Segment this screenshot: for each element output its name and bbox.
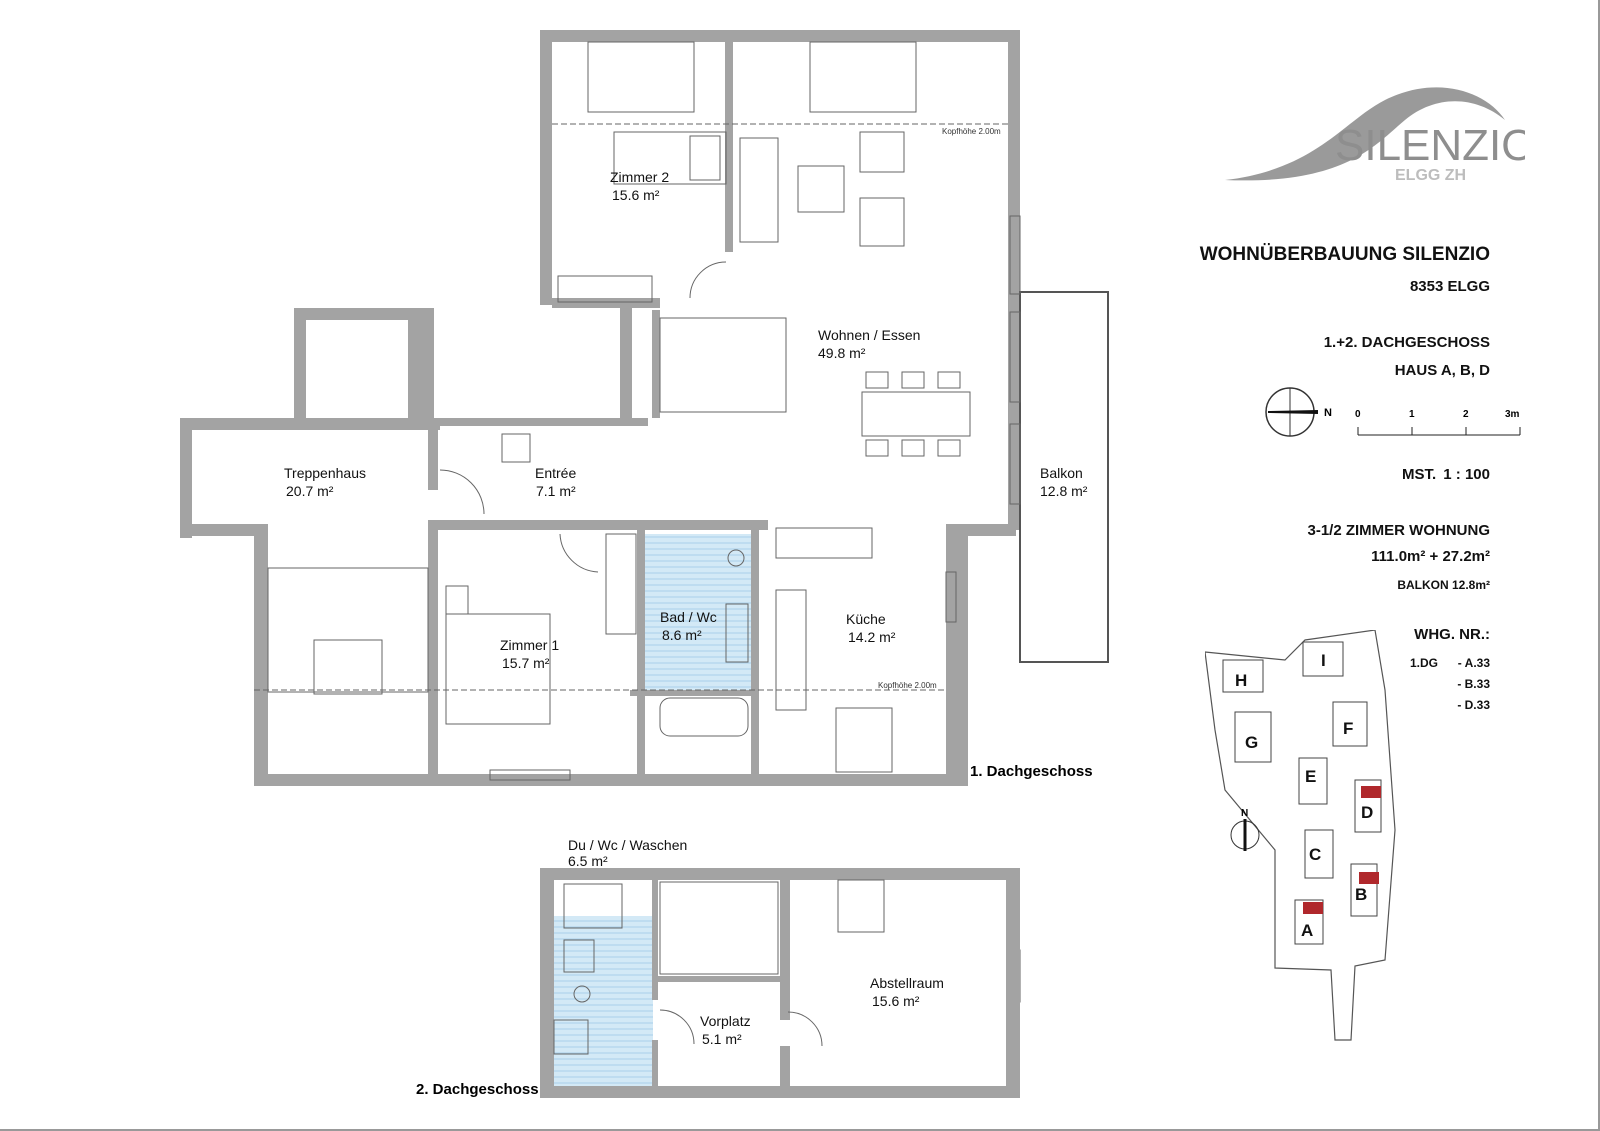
room-name-treppenhaus: Treppenhaus [284,465,366,481]
compass-needle-icon [1268,410,1318,414]
floor2-walls [540,868,1020,1098]
apartment-number-heading: WHG. NR.: [1414,626,1490,643]
site-house-d: D [1361,803,1373,822]
room-area-treppenhaus: 20.7 m² [286,483,334,499]
site-house-f: F [1343,719,1353,738]
site-boundary [1205,630,1396,1041]
shower-room-fill [553,916,653,1086]
scale-tick-2: 2 [1463,409,1469,420]
floor1-label: 1. Dachgeschoss [970,763,1093,780]
scale-tick-1: 1 [1409,409,1415,420]
silenzio-logo: SILENZIO ELGG ZH [1225,87,1525,184]
room-area-kueche: 14.2 m² [848,629,896,645]
floor1-walls [180,30,1020,786]
site-house-b: B [1355,885,1367,904]
compass-north-label: N [1324,407,1332,419]
unit-balcony: BALKON 12.8m² [1397,578,1490,592]
apartment-number-d: - D.33 [1457,698,1490,712]
floors-heading: 1.+2. DACHGESCHOSS [1323,334,1490,351]
project-title: WOHNÜBERBAUUNG SILENZIO [1199,244,1490,265]
site-house-a: A [1301,921,1313,940]
headroom-note-top: Kopfhöhe 2.00m [942,127,1001,136]
bathroom-fill [643,534,751,692]
site-north-label: N [1241,808,1248,819]
floor2-label: 2. Dachgeschoss [416,1081,539,1098]
scale-ratio: 1 : 100 [1443,466,1490,483]
room-name-zimmer-1: Zimmer 1 [500,637,559,653]
room-area-balkon: 12.8 m² [1040,483,1088,499]
room-name-balkon: Balkon [1040,465,1083,481]
floor1-details [254,41,1021,1003]
site-house-e: E [1305,767,1316,786]
room-area-vorplatz: 5.1 m² [702,1031,742,1047]
room-name-du-wc: Du / Wc / Waschen [568,837,687,853]
houses-heading: HAUS A, B, D [1394,362,1490,379]
unit-type: 3-1/2 ZIMMER WOHNUNG [1307,522,1490,539]
room-name-zimmer-2: Zimmer 2 [610,169,669,185]
scale-bar: 0 1 2 3m [1355,409,1521,436]
scale-tick-0: 0 [1355,409,1361,420]
floor-plan-drawing: Zimmer 2 15.6 m² Wohnen / Essen 49.8 m² … [180,30,1109,1098]
apartment-number-b: - B.33 [1457,677,1490,691]
scale-tick-3: 3m [1505,409,1520,420]
headroom-note-bottom: Kopfhöhe 2.00m [878,681,937,690]
room-name-bad: Bad / Wc [660,609,717,625]
logo-swoosh [1225,87,1505,181]
apartment-floor: 1.DG [1410,656,1439,670]
logo-name: SILENZIO [1335,121,1525,170]
project-address: 8353 ELGG [1409,278,1490,295]
room-area-du-wc: 6.5 m² [568,853,608,869]
site-house-c: C [1309,845,1321,864]
room-name-abstellraum: Abstellraum [870,975,944,991]
room-name-kueche: Küche [846,611,886,627]
room-area-zimmer-1: 15.7 m² [502,655,550,671]
highlight-d [1361,786,1381,798]
site-house-h: H [1235,671,1247,690]
north-arrow: N [1265,387,1332,437]
room-name-wohnen: Wohnen / Essen [818,327,920,343]
logo-place: ELGG ZH [1395,167,1466,184]
site-house-g: G [1245,733,1258,752]
scale-label: MST. [1402,466,1437,483]
site-plan: H I G F E D C B A N [1205,630,1396,1041]
apartment-number-a: - A.33 [1457,656,1490,670]
floor2-details [553,879,885,1055]
room-area-zimmer-2: 15.6 m² [612,187,660,203]
room-area-bad: 8.6 m² [662,627,702,643]
highlight-a [1303,902,1323,914]
highlight-b [1359,872,1379,884]
site-house-i: I [1321,651,1326,670]
room-area-entree: 7.1 m² [536,483,576,499]
unit-area: 111.0m² + 27.2m² [1371,548,1490,565]
room-name-entree: Entrée [535,465,576,481]
room-area-abstellraum: 15.6 m² [872,993,920,1009]
room-name-vorplatz: Vorplatz [700,1013,751,1029]
room-area-wohnen: 49.8 m² [818,345,866,361]
